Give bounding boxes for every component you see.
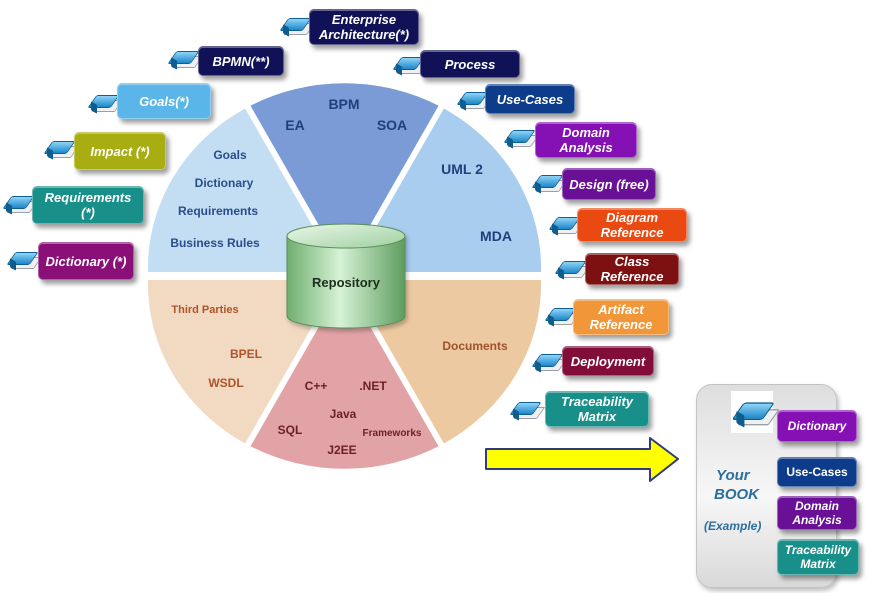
book-icon [392,53,429,77]
label-soa: SOA [377,117,407,133]
enterprise-architecture-badge[interactable]: Enterprise Architecture(*) [309,9,419,45]
design-badge[interactable]: Design (free) [562,168,656,200]
process-badge[interactable]: Process [420,50,520,78]
label-mda: MDA [480,228,512,244]
label-documents: Documents [442,339,508,353]
diagram-reference-badge[interactable]: Diagram Reference [577,208,687,242]
book-icon [554,257,591,281]
domain-analysis-badge[interactable]: Domain Analysis [535,122,637,158]
book-item-traceability-matrix[interactable]: Traceability Matrix [777,539,859,575]
book-icon [167,47,204,71]
your-label: Your [716,467,750,484]
label-bpm: BPM [328,96,359,112]
artifact-reference-badge[interactable]: Artifact Reference [573,299,669,335]
book-icon [531,171,568,195]
label-wsdl: WSDL [208,376,243,390]
label-goals: Goals [213,148,247,162]
book-icon [509,398,546,422]
book-icon [279,14,316,38]
label-ea: EA [285,117,304,133]
example-label: (Example) [704,519,762,533]
book-icon [503,126,540,150]
book-icon [87,91,124,115]
repository-label: Repository [312,275,381,290]
label-third-parties: Third Parties [171,304,238,316]
requirements-badge[interactable]: Requirements (*) [32,186,144,224]
label-java: Java [330,407,357,421]
book-item-dictionary[interactable]: Dictionary [777,410,857,442]
dictionary-badge[interactable]: Dictionary (*) [38,242,134,280]
label-requirements: Requirements [178,204,258,218]
book-icon [43,137,80,161]
class-reference-badge[interactable]: Class Reference [585,253,679,285]
segment-bpm [248,83,441,272]
book-icon [6,248,43,272]
impact-badge[interactable]: Impact (*) [74,132,166,170]
book-item-use-cases[interactable]: Use-Cases [777,457,857,487]
book-icon [731,397,780,429]
label-cpp: C++ [305,379,328,393]
label-sql: SQL [278,423,303,437]
deployment-badge[interactable]: Deployment [562,346,654,376]
label-bpel: BPEL [230,347,262,361]
bpmn-badge[interactable]: BPMN(**) [198,46,284,76]
traceability-matrix-badge[interactable]: Traceability Matrix [545,391,649,427]
book-icon [456,88,493,112]
book-label: BOOK [714,486,759,503]
repository-cylinder[interactable]: Repository [286,223,406,329]
goals-badge[interactable]: Goals(*) [117,83,211,119]
label-frameworks: Frameworks [363,428,422,439]
label-business-rules: Business Rules [170,236,260,250]
label-j2ee: J2EE [327,443,356,457]
book-icon [2,192,39,216]
segment-code [248,280,441,469]
use-cases-badge[interactable]: Use-Cases [485,84,575,114]
label-dotnet: .NET [359,379,387,393]
book-icon [531,350,568,374]
label-uml2: UML 2 [441,161,483,177]
right-arrow-icon [485,437,679,482]
label-dictionary: Dictionary [195,176,254,190]
book-icon [544,304,581,328]
book-thumbnail [731,391,780,433]
book-item-domain-analysis[interactable]: Domain Analysis [777,496,857,530]
book-icon [548,213,585,237]
